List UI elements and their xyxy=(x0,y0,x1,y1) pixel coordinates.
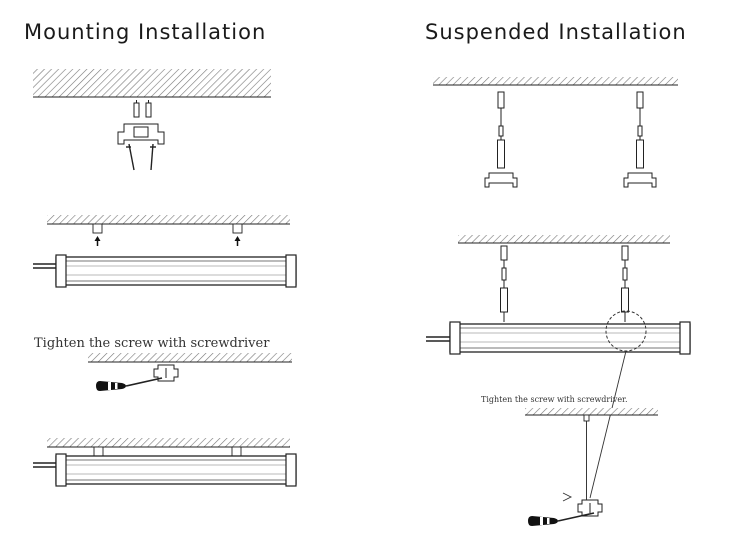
suspended-step2-cable xyxy=(426,336,450,342)
suspended-step1-ceiling xyxy=(433,77,678,86)
suspended-installation-title: Suspended Installation xyxy=(425,20,687,44)
mounting-step2-lamp xyxy=(55,254,297,288)
suspended-screwdriver-icon xyxy=(527,512,595,527)
suspended-step1-hanger-left xyxy=(484,91,518,188)
mounting-step4-lamp xyxy=(55,453,297,487)
suspended-step2-wire-right xyxy=(621,245,629,322)
mounting-step2-clip-right xyxy=(232,223,243,246)
suspended-step3-wire xyxy=(583,414,590,500)
suspended-screwdriver-caption: Tighten the screw with screwdriver. xyxy=(481,395,628,404)
mounting-step1-ceiling xyxy=(33,69,271,98)
mounting-installation-title: Mounting Installation xyxy=(24,20,267,44)
suspended-detail-callout xyxy=(589,310,647,499)
mounting-step2-ceiling xyxy=(47,215,290,225)
suspended-step3-arrow xyxy=(562,492,573,502)
mounting-step4-ceiling xyxy=(47,438,290,448)
suspended-step2-wire-left xyxy=(500,245,508,322)
mounting-step2-clip-left xyxy=(92,223,103,246)
mounting-anchors-icon xyxy=(133,100,152,118)
mounting-screwdriver-icon xyxy=(95,377,163,392)
mounting-screws-icon xyxy=(126,143,156,171)
suspended-step3-ceiling xyxy=(525,408,658,416)
suspended-step2-lamp xyxy=(449,321,691,355)
mounting-step3-ceiling xyxy=(88,353,292,363)
mounting-step2-cable xyxy=(33,263,56,269)
mounting-clip-icon xyxy=(117,123,165,145)
mounting-step4-cable xyxy=(33,462,56,468)
mounting-screwdriver-caption: Tighten the screw with screwdriver xyxy=(34,336,270,351)
suspended-step1-hanger-right xyxy=(623,91,657,188)
mounting-step4-clips xyxy=(93,446,242,457)
suspended-step2-ceiling xyxy=(458,235,670,244)
